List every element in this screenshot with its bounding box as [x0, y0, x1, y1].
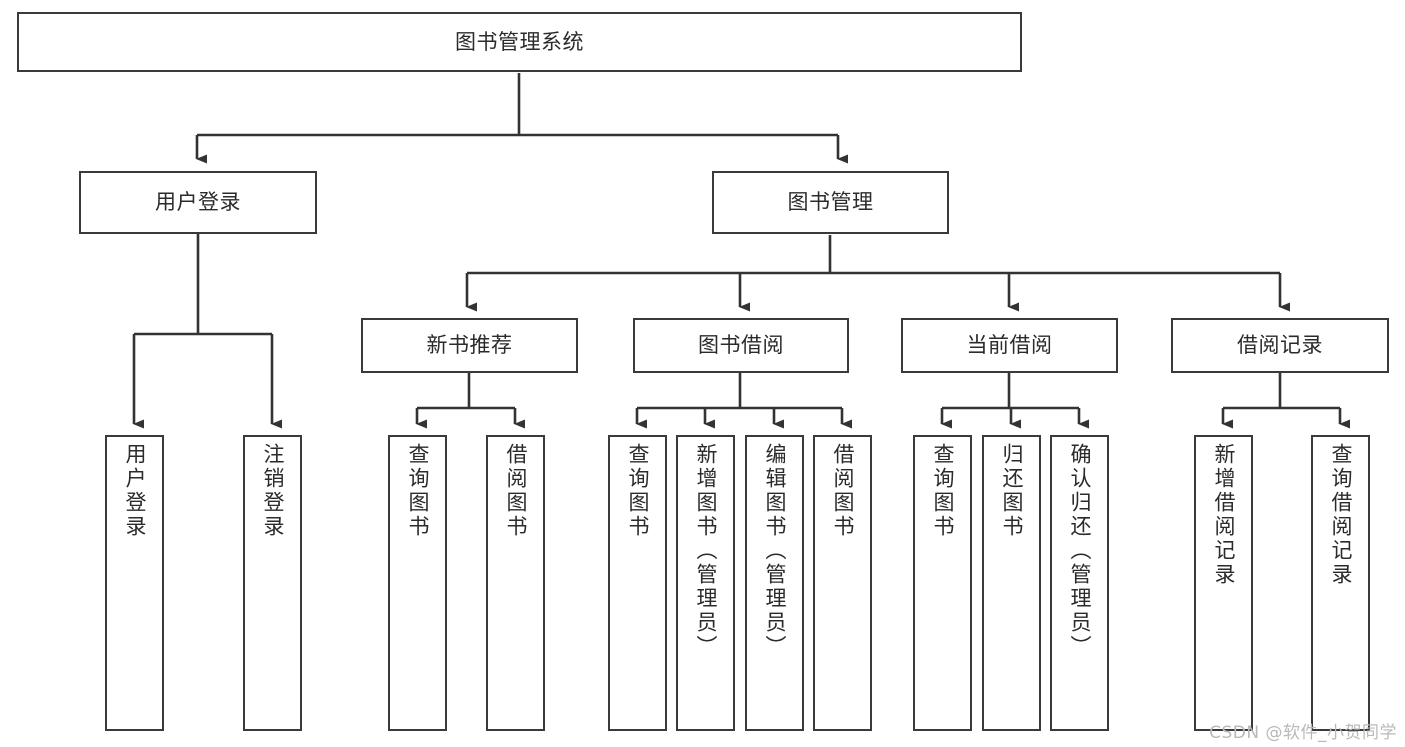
leaf-query-book-3-label: 查询图书	[931, 443, 955, 539]
leaf-confirm-return-label: 确认归还（管理员）	[1068, 443, 1092, 659]
node-book-manage[interactable]: 图书管理	[712, 171, 949, 234]
leaf-confirm-return[interactable]: 确认归还（管理员）	[1050, 435, 1109, 731]
node-book-borrow[interactable]: 图书借阅	[633, 318, 849, 373]
leaf-add-record[interactable]: 新增借阅记录	[1194, 435, 1253, 731]
leaf-add-record-label: 新增借阅记录	[1212, 443, 1236, 587]
leaf-logout-login-label: 注销登录	[261, 443, 285, 539]
leaf-query-book-2-label: 查询图书	[626, 443, 650, 539]
leaf-add-book-label: 新增图书（管理员）	[694, 443, 718, 659]
leaf-user-login[interactable]: 用户登录	[105, 435, 164, 731]
leaf-query-book-3[interactable]: 查询图书	[913, 435, 972, 731]
leaf-query-record[interactable]: 查询借阅记录	[1311, 435, 1370, 731]
leaf-query-book-2[interactable]: 查询图书	[608, 435, 667, 731]
node-current-borrow[interactable]: 当前借阅	[901, 318, 1118, 373]
leaf-query-record-label: 查询借阅记录	[1329, 443, 1353, 587]
node-new-book-recommend[interactable]: 新书推荐	[361, 318, 578, 373]
leaf-query-book-1-label: 查询图书	[406, 443, 430, 539]
node-user-login[interactable]: 用户登录	[79, 171, 317, 234]
node-root[interactable]: 图书管理系统	[17, 12, 1022, 72]
node-user-login-label: 用户登录	[155, 190, 241, 215]
leaf-return-book-label: 归还图书	[1000, 443, 1024, 539]
node-borrow-record-label: 借阅记录	[1237, 333, 1323, 358]
node-book-borrow-label: 图书借阅	[698, 333, 784, 358]
leaf-logout-login[interactable]: 注销登录	[243, 435, 302, 731]
leaf-borrow-book-1-label: 借阅图书	[504, 443, 528, 539]
leaf-return-book[interactable]: 归还图书	[982, 435, 1041, 731]
node-root-label: 图书管理系统	[455, 29, 584, 54]
node-book-manage-label: 图书管理	[787, 190, 874, 215]
node-borrow-record[interactable]: 借阅记录	[1171, 318, 1389, 373]
leaf-borrow-book-2-label: 借阅图书	[831, 443, 855, 539]
leaf-edit-book-label: 编辑图书（管理员）	[763, 443, 787, 659]
node-current-borrow-label: 当前借阅	[966, 333, 1053, 358]
leaf-user-login-label: 用户登录	[123, 443, 147, 539]
leaf-borrow-book-2[interactable]: 借阅图书	[813, 435, 872, 731]
leaf-add-book[interactable]: 新增图书（管理员）	[676, 435, 735, 731]
watermark: CSDN @软件_小贺同学	[1209, 723, 1397, 743]
node-new-book-recommend-label: 新书推荐	[426, 333, 513, 358]
leaf-edit-book[interactable]: 编辑图书（管理员）	[745, 435, 804, 731]
leaf-borrow-book-1[interactable]: 借阅图书	[486, 435, 545, 731]
leaf-query-book-1[interactable]: 查询图书	[388, 435, 447, 731]
